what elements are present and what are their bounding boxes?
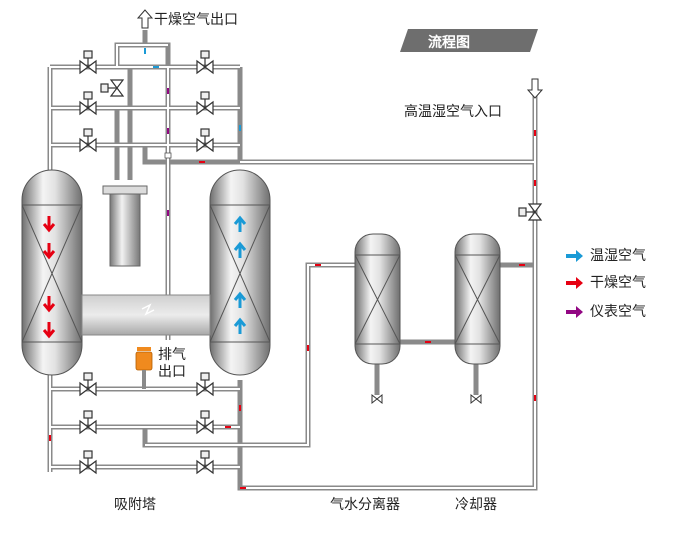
tower-left-arrows	[42, 216, 56, 339]
exhaust-label-line1: 排气	[158, 347, 186, 363]
valve-icon	[196, 91, 214, 115]
valve-icon	[100, 79, 124, 97]
valve-icon	[196, 128, 214, 152]
dry-air-outlet-label: 干燥空气出口	[154, 12, 238, 28]
adsorption-tower-left	[21, 169, 83, 376]
arrow-up-outline-icon	[136, 9, 154, 29]
tower-right-arrows	[233, 215, 247, 334]
cooler-vessel	[454, 233, 501, 365]
page-title: 流程图	[428, 35, 470, 51]
legend-label-dry: 干燥空气	[590, 275, 646, 291]
lightning-icon	[141, 303, 155, 316]
title-banner	[400, 29, 538, 52]
valve-icon	[518, 203, 542, 221]
legend-arrow-icon	[566, 306, 583, 318]
legend-arrow-icon	[566, 277, 583, 289]
exhaust-label-line2: 出口	[158, 364, 186, 380]
valve-icon	[79, 50, 97, 74]
valve-icon	[79, 450, 97, 474]
exhaust-silencer	[135, 347, 153, 389]
valve-group	[79, 50, 542, 474]
valve-icon	[196, 372, 214, 396]
arrow-down-outline-icon	[526, 78, 544, 99]
valve-icon	[79, 410, 97, 434]
separator-vessel	[354, 233, 401, 365]
valve-icon	[79, 372, 97, 396]
valve-icon	[79, 91, 97, 115]
legend-arrow-icon	[566, 250, 583, 262]
tower-bridge	[81, 294, 211, 336]
silencer-cylinder	[102, 185, 148, 267]
cooler-label: 冷却器	[455, 497, 497, 513]
valve-icon	[79, 128, 97, 152]
legend-label-humid: 温湿空气	[590, 248, 646, 264]
valve-icon	[196, 50, 214, 74]
separator-label: 气水分离器	[330, 497, 400, 513]
legend-label-instrument: 仪表空气	[590, 304, 646, 320]
valve-icon	[196, 450, 214, 474]
flow-markers	[49, 48, 536, 489]
adsorption-tower-right	[209, 169, 271, 376]
valve-icon	[196, 410, 214, 434]
adsorption-tower-label: 吸附塔	[114, 497, 156, 513]
humid-air-inlet-label: 高温湿空气入口	[404, 104, 502, 120]
